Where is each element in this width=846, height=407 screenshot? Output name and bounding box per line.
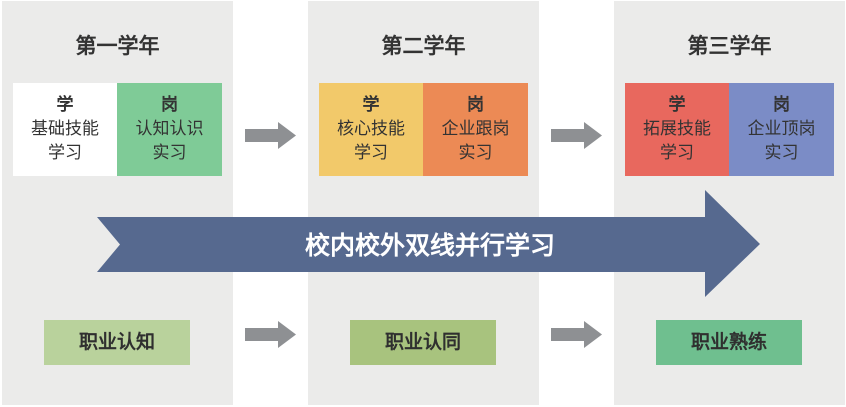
year-1-title: 第一学年 bbox=[75, 34, 160, 58]
year-2-post-box: 岗 企业跟岗 实习 bbox=[423, 83, 528, 176]
post-line2: 实习 bbox=[152, 143, 187, 163]
arrow-right-icon bbox=[551, 321, 602, 348]
learn-line2: 学习 bbox=[354, 143, 388, 163]
year-2-title: 第二学年 bbox=[381, 34, 466, 58]
year-3-title: 第三学年 bbox=[687, 34, 772, 58]
arrow-right-icon bbox=[245, 122, 296, 149]
learn-line2: 学习 bbox=[48, 143, 82, 163]
post-heading: 岗 bbox=[467, 95, 484, 115]
learn-line2: 学习 bbox=[660, 143, 694, 163]
banner-arrow bbox=[97, 190, 760, 297]
stage-year-3: 职业熟练 bbox=[656, 320, 802, 365]
learn-heading: 学 bbox=[668, 95, 686, 115]
year-2-learn-box: 学 核心技能 学习 bbox=[319, 83, 423, 176]
learn-heading: 学 bbox=[56, 95, 74, 115]
post-line1: 认知认识 bbox=[135, 119, 204, 139]
learn-heading: 学 bbox=[362, 95, 380, 115]
post-line1: 企业跟岗 bbox=[441, 119, 510, 139]
year-3-post-box: 岗 企业顶岗 实习 bbox=[729, 83, 834, 176]
stage-year-1: 职业认知 bbox=[44, 320, 190, 365]
learn-line1: 核心技能 bbox=[337, 119, 405, 139]
arrow-right-icon bbox=[245, 321, 296, 348]
stage-year-2: 职业认同 bbox=[350, 320, 496, 365]
banner-label: 校内校外双线并行学习 bbox=[304, 231, 555, 260]
year-3-learn-box: 学 拓展技能 学习 bbox=[625, 83, 729, 176]
arrow-right-icon bbox=[551, 122, 602, 149]
post-line1: 企业顶岗 bbox=[747, 119, 816, 139]
post-heading: 岗 bbox=[161, 95, 178, 115]
year-1-post-box: 岗 认知认识 实习 bbox=[117, 83, 222, 176]
post-heading: 岗 bbox=[773, 95, 790, 115]
year-1-learn-box: 学 基础技能 学习 bbox=[13, 83, 117, 176]
post-line2: 实习 bbox=[764, 143, 799, 163]
learn-line1: 拓展技能 bbox=[643, 119, 711, 139]
post-line2: 实习 bbox=[458, 143, 493, 163]
learn-line1: 基础技能 bbox=[31, 119, 99, 139]
